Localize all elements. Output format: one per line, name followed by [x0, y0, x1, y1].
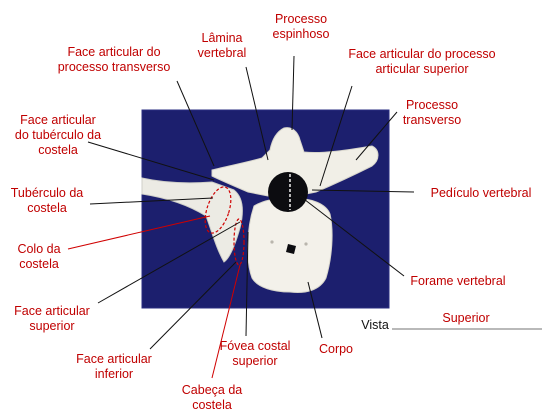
label-lamina-vertebral: Lâmina vertebral — [197, 31, 247, 60]
label-vista-value: Superior — [442, 311, 490, 325]
label-face-articular-processo-articular-superior: Face articular do processo articular sup… — [348, 47, 496, 76]
label-face-articular-inferior: Face articular inferior — [76, 352, 152, 381]
label-cabeca-costela: Cabeça da costela — [181, 383, 243, 412]
head-facet-outline — [233, 218, 245, 266]
label-corpo: Corpo — [318, 342, 354, 356]
leader-lines — [87, 55, 415, 350]
label-processo-transverso: Processo transverso — [402, 98, 462, 127]
label-fovea-costal-superior: Fóvea costal superior — [219, 339, 291, 368]
label-face-articular-processo-transverso: Face articular do processo transverso — [57, 45, 171, 74]
label-tuberculo-costela: Tubérculo da costela — [10, 186, 84, 215]
body-foramen — [286, 244, 296, 254]
red-leader-lines — [67, 215, 241, 379]
label-face-articular-tuberculo-costela: Face articular do tubérculo da costela — [14, 113, 102, 157]
vertebral-foramen — [268, 172, 308, 212]
label-colo-costela: Colo da costela — [17, 242, 61, 271]
label-vista: Vista — [361, 318, 389, 332]
label-forame-vertebral: Forame vertebral — [410, 274, 506, 288]
tubercle-facet-outline — [204, 186, 232, 234]
rib-bone — [141, 177, 243, 263]
label-face-articular-superior: Face articular superior — [14, 304, 90, 333]
label-pediculo-vertebral: Pedículo vertebral — [430, 186, 532, 200]
label-processo-espinhoso: Processo espinhoso — [272, 12, 330, 41]
